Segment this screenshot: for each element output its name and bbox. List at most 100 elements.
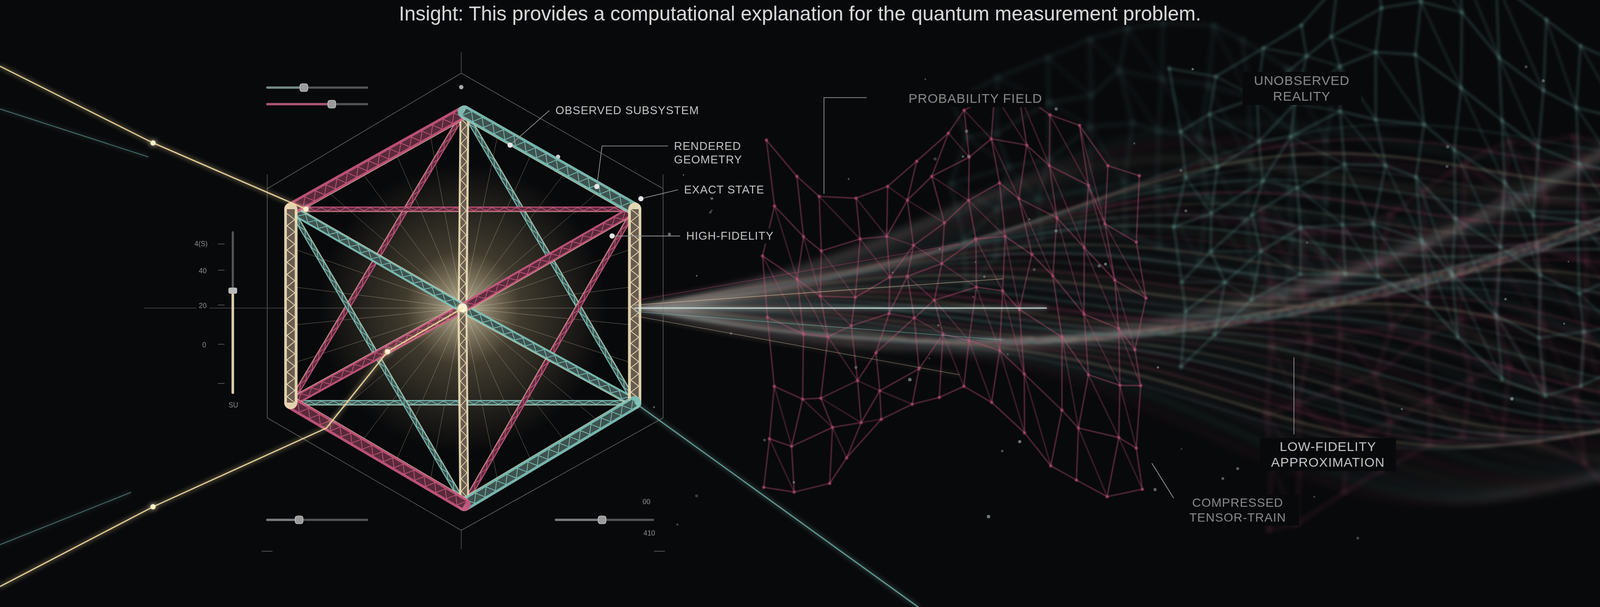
mesh-vertex (1498, 245, 1502, 249)
particle (1542, 79, 1546, 83)
mesh-vertex (1500, 119, 1504, 123)
mesh-link (1169, 68, 1181, 132)
mesh-link (1161, 23, 1163, 80)
light-beams (0, 66, 1047, 607)
slider (228, 232, 238, 393)
particle (1563, 323, 1566, 325)
callout-label: HIGH-FIDELITY (683, 228, 777, 244)
mesh-vertex (905, 198, 909, 202)
mesh-link (1419, 0, 1462, 13)
mesh-vertex (1123, 180, 1127, 184)
mesh-link (802, 398, 821, 400)
mesh-link (1375, 374, 1390, 423)
mesh-link (851, 297, 856, 327)
strand (634, 153, 1600, 309)
mesh-link (1049, 165, 1057, 218)
mesh-link (976, 287, 1003, 292)
mesh-link (1019, 309, 1025, 375)
mesh-link (851, 326, 858, 382)
mesh-vertex (1544, 18, 1548, 22)
mesh-link (1157, 187, 1201, 263)
mesh-link (1375, 119, 1425, 125)
mesh-link (796, 236, 804, 280)
mesh-link (1210, 251, 1226, 283)
mesh-link (1124, 123, 1133, 183)
mesh-link (1199, 137, 1208, 197)
mesh-vertex (1055, 216, 1059, 220)
mesh-link (774, 206, 798, 280)
truss-beam (288, 303, 463, 403)
tensor-mesh (1167, 0, 1600, 398)
mesh-link (1542, 324, 1543, 388)
mesh-link (1375, 52, 1425, 125)
mesh-link (1378, 277, 1428, 304)
mesh-link (1455, 218, 1497, 316)
mesh-link (1104, 224, 1137, 243)
mesh-link (879, 391, 882, 420)
mesh-link (1024, 374, 1025, 433)
mesh-link (791, 427, 833, 447)
particle (1133, 142, 1136, 145)
mesh-link (819, 196, 822, 252)
mesh-link (916, 132, 949, 162)
mesh-link (1494, 315, 1543, 325)
mesh-link (1429, 436, 1464, 446)
mesh-link (934, 300, 969, 341)
mesh-vertex (1047, 101, 1051, 105)
mesh-vertex (1103, 222, 1107, 226)
particle (682, 174, 685, 176)
mesh-link (1181, 282, 1186, 312)
mesh-vertex (1422, 122, 1426, 126)
particles (653, 65, 1570, 540)
mesh-link (1088, 185, 1106, 224)
mesh-vertex (974, 237, 978, 241)
mesh-link (1210, 251, 1261, 252)
beam-body (290, 209, 463, 309)
particle (847, 177, 850, 180)
mesh-link (1582, 205, 1587, 263)
mesh-link (1303, 293, 1311, 341)
mesh-link (1119, 70, 1162, 79)
mesh-link (996, 133, 1009, 167)
tick-label: 410 (640, 528, 658, 539)
mesh-vertex (1007, 165, 1011, 169)
mesh-link (803, 334, 828, 338)
particle (1017, 440, 1022, 444)
mesh-link (1214, 282, 1226, 336)
mesh-vertex (1419, 0, 1423, 4)
mesh-link (1576, 400, 1586, 464)
beam-lattice (289, 305, 461, 402)
mesh-link (991, 350, 1000, 403)
mesh-link (1586, 262, 1587, 335)
beam-lattice (461, 308, 633, 406)
mesh-link (1260, 210, 1270, 283)
strand (634, 308, 1600, 395)
particle (1504, 298, 1507, 301)
mesh-link (1375, 374, 1430, 401)
strand (634, 213, 1600, 309)
mesh-link (820, 398, 862, 423)
callout-label: OBSERVED SUBSYSTEM (552, 102, 702, 119)
light-beam (0, 492, 131, 545)
beam-edge (293, 117, 468, 215)
ray (325, 308, 463, 424)
mesh-link (1174, 213, 1212, 228)
mesh-link (1420, 1, 1461, 89)
mesh-link (1498, 260, 1543, 325)
mesh-link (1018, 198, 1032, 255)
bracket-line (266, 174, 268, 189)
slider-knob (299, 83, 308, 92)
mesh-link (861, 419, 882, 423)
mesh-link (1375, 0, 1382, 9)
mesh-link (1325, 140, 1327, 203)
beam-body (464, 402, 635, 505)
mesh-vertex (818, 294, 822, 298)
mesh-link (888, 313, 915, 318)
mesh-vertex (1040, 236, 1044, 240)
mesh-vertex (792, 490, 796, 494)
tensor-mesh (1259, 134, 1600, 532)
mesh-link (1502, 379, 1546, 396)
mesh-link (1586, 262, 1600, 297)
mesh-link (1266, 344, 1272, 415)
